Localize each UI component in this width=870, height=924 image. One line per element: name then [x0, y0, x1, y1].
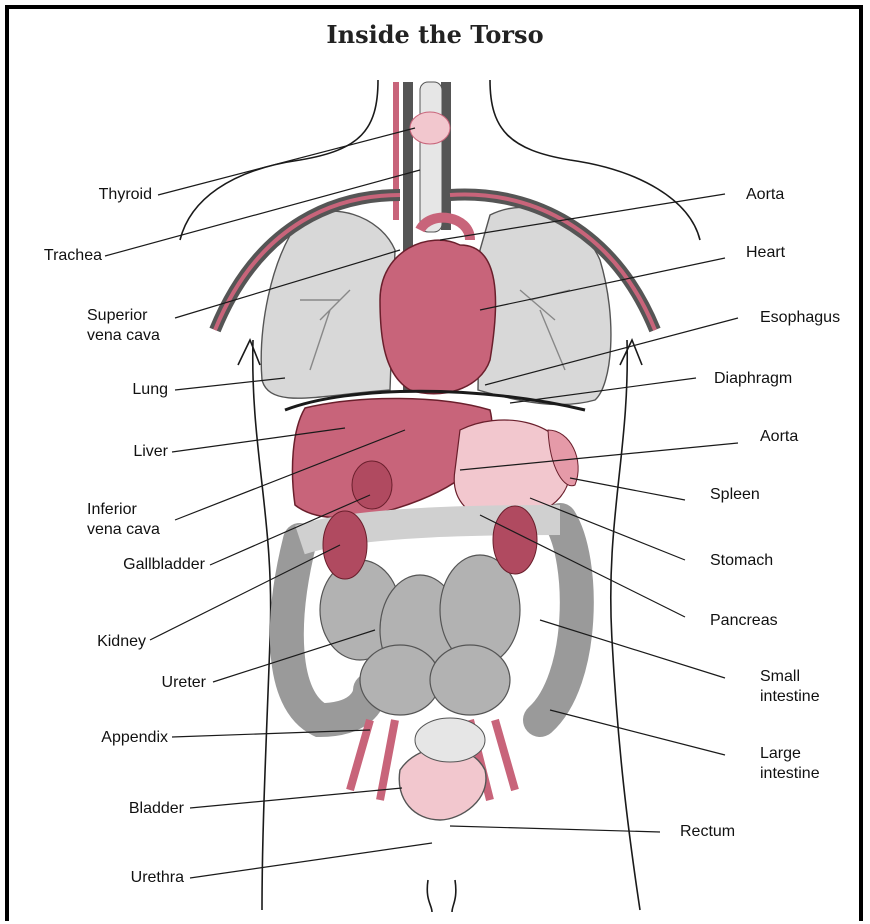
- label-aorta-lower: Aorta: [760, 427, 798, 447]
- label-trachea: Trachea: [10, 246, 102, 266]
- label-kidney: Kidney: [30, 632, 146, 652]
- kidney-left: [323, 511, 367, 579]
- small-intestine: [320, 555, 520, 715]
- gallbladder: [352, 461, 392, 509]
- label-bladder: Bladder: [40, 799, 184, 819]
- heart: [380, 218, 496, 394]
- label-liver: Liver: [60, 442, 168, 462]
- label-appendix: Appendix: [40, 728, 168, 748]
- label-esophagus: Esophagus: [760, 308, 840, 328]
- label-pancreas: Pancreas: [710, 611, 778, 631]
- label-stomach: Stomach: [710, 551, 773, 571]
- label-spleen: Spleen: [710, 485, 760, 505]
- label-small-intestine: Small intestine: [760, 667, 820, 707]
- label-inferior-vena-cava: Inferior vena cava: [87, 500, 197, 540]
- label-gallbladder: Gallbladder: [60, 555, 205, 575]
- rectum-organ: [415, 718, 485, 762]
- label-aorta-upper: Aorta: [746, 185, 784, 205]
- label-superior-vena-cava: Superior vena cava: [87, 306, 197, 346]
- label-rectum: Rectum: [680, 822, 735, 842]
- label-ureter: Ureter: [60, 673, 206, 693]
- label-thyroid: Thyroid: [60, 185, 152, 205]
- label-large-intestine: Large intestine: [760, 744, 820, 784]
- label-lung: Lung: [60, 380, 168, 400]
- label-heart: Heart: [746, 243, 785, 263]
- label-diaphragm: Diaphragm: [714, 369, 792, 389]
- label-urethra: Urethra: [40, 868, 184, 888]
